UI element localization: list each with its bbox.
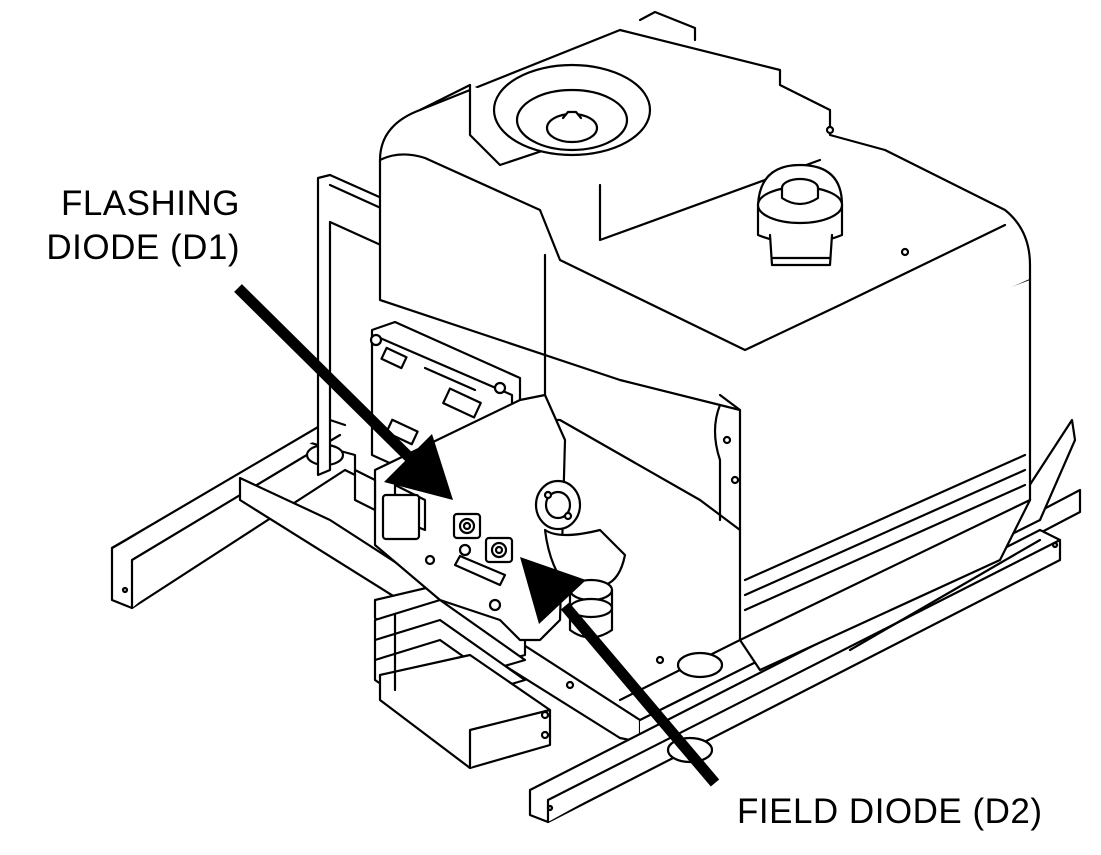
field-diode-arrow [520,557,720,787]
field-diode-label: FIELD DIODE (D2) [737,792,1043,831]
flashing-diode-arrow [234,284,453,500]
flashing-diode-label-line1: FLASHING [60,184,240,223]
flashing-diode-label: FLASHING DIODE (D1) [20,182,240,270]
flashing-diode-d1 [452,512,482,540]
callout-arrows [234,284,720,787]
fuel-tank [378,10,1032,672]
flashing-diode-label-line2: DIODE (D1) [46,228,240,267]
field-diode-d2 [484,536,514,564]
heat-sink [373,578,552,770]
